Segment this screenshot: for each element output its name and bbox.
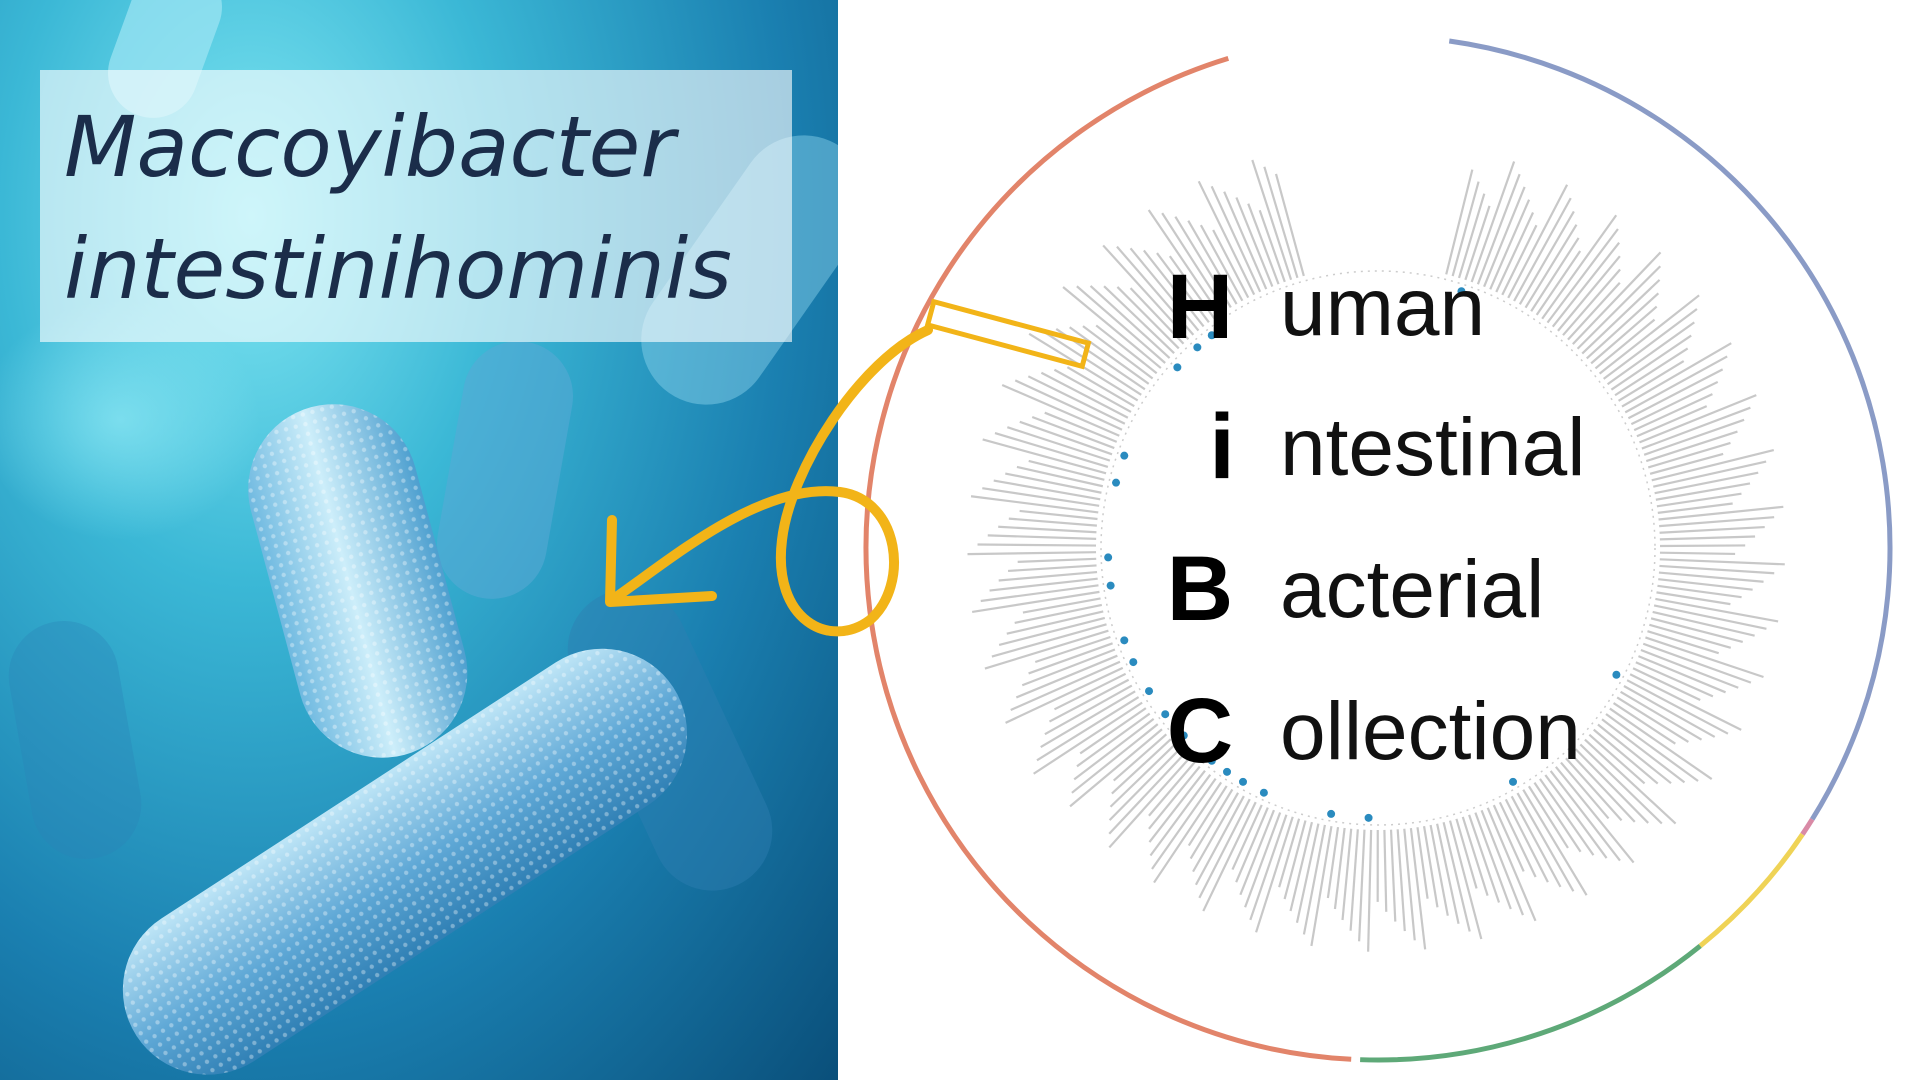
tree-leaf-marker [1457,287,1466,296]
tree-leaf-labels [967,159,1785,952]
tree-leaf-marker [1106,581,1115,590]
tree-leaf-marker [1179,731,1188,740]
tree-clade-ring [1360,943,1702,1063]
tree-leaf-marker [1327,809,1336,818]
tree-clade-ring [1448,38,1893,821]
acronym-word: ollection [1280,686,1581,777]
tree-leaf-marker [1239,777,1247,786]
tree-leaf-marker [1223,767,1232,776]
tree-leaf-marker [1129,658,1138,667]
tree-leaf-marker [1509,777,1517,786]
tree-leaf-marker [1173,363,1182,372]
tree-leaf-marker [1259,788,1268,797]
tree-clade-ring [1698,832,1805,948]
acronym-letter: H [1166,256,1234,358]
bacterium-illustration [0,0,838,1075]
tree-leaf-marker [1207,331,1216,340]
title-box: Maccoyibacter intestinihominis [40,70,792,342]
tree-leaf-marker [1207,756,1216,765]
acronym-word: ntestinal [1280,402,1586,493]
acronym-word: uman [1280,262,1486,353]
tree-leaf-marker [1120,451,1129,460]
tree-leaf-marker [1161,710,1170,719]
title-line-2: intestinihominis [64,220,732,318]
acronym-letter: C [1166,680,1234,782]
tree-leaf-marker [1364,813,1373,822]
tree-leaf-marker [1612,670,1621,679]
tree-clade-ring [1800,817,1815,836]
phylogenetic-tree [863,38,1893,1063]
title-line-1: Maccoyibacter [64,98,675,196]
acronym-letter: i [1209,396,1235,498]
tree-leaf-marker [1193,343,1202,352]
tree-leaf-marker [1112,478,1121,487]
acronym-letter: B [1166,538,1234,640]
phylogenetic-tree-panel [838,0,1920,1080]
acronym-word: acterial [1280,544,1545,635]
tree-leaf-marker [1104,553,1113,562]
tree-leaf-marker [1145,687,1154,696]
tree-inner-circle [1100,270,1656,826]
bacteria-image-panel: Maccoyibacter intestinihominis [0,0,838,1080]
tree-leaf-marker [1120,636,1129,645]
